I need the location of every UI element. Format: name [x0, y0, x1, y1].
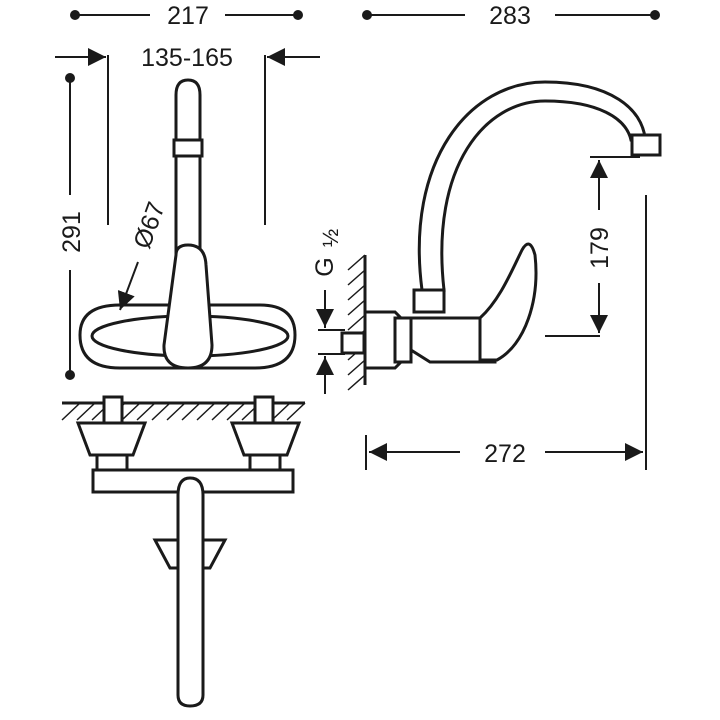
dim-label-272: 272: [484, 440, 526, 468]
dim-label-o67: Ø67: [128, 198, 170, 252]
dim-label-283: 283: [489, 2, 531, 30]
dim-spout-reach: 272: [365, 195, 647, 470]
left-flange: [75, 421, 148, 457]
dim-label-thread-frac: ½: [318, 229, 343, 247]
right-flange: [229, 421, 302, 457]
front-spout-stem: [174, 78, 202, 292]
dim-front-centers: 135-165: [55, 44, 320, 225]
dim-label-179: 179: [586, 227, 614, 269]
dim-label-291: 291: [58, 211, 86, 253]
dim-thread: G ½: [311, 229, 345, 394]
dim-side-depth: 283: [362, 2, 660, 30]
top-view: [61, 395, 306, 708]
dim-spout-height: 179: [545, 156, 640, 337]
side-inlet: [340, 331, 366, 355]
side-spout-base: [412, 288, 446, 314]
front-view: [78, 78, 297, 370]
dim-handle-diameter: Ø67: [117, 198, 171, 311]
front-spout-ring: [172, 138, 204, 158]
top-spout: [176, 476, 205, 708]
dim-label-135-165: 135-165: [141, 44, 233, 72]
side-view: [340, 80, 662, 391]
left-connector: [102, 395, 124, 425]
front-handle: [162, 243, 214, 370]
dim-front-width: 217: [70, 2, 303, 30]
dim-label-217: 217: [167, 2, 209, 30]
side-lever: [478, 242, 538, 362]
right-connector: [253, 395, 275, 425]
side-wall-hatching: [347, 254, 366, 391]
side-nut: [393, 316, 413, 364]
dim-label-thread-g: G: [311, 257, 339, 276]
side-aerator: [630, 133, 662, 157]
dim-front-height: 291: [58, 73, 86, 380]
